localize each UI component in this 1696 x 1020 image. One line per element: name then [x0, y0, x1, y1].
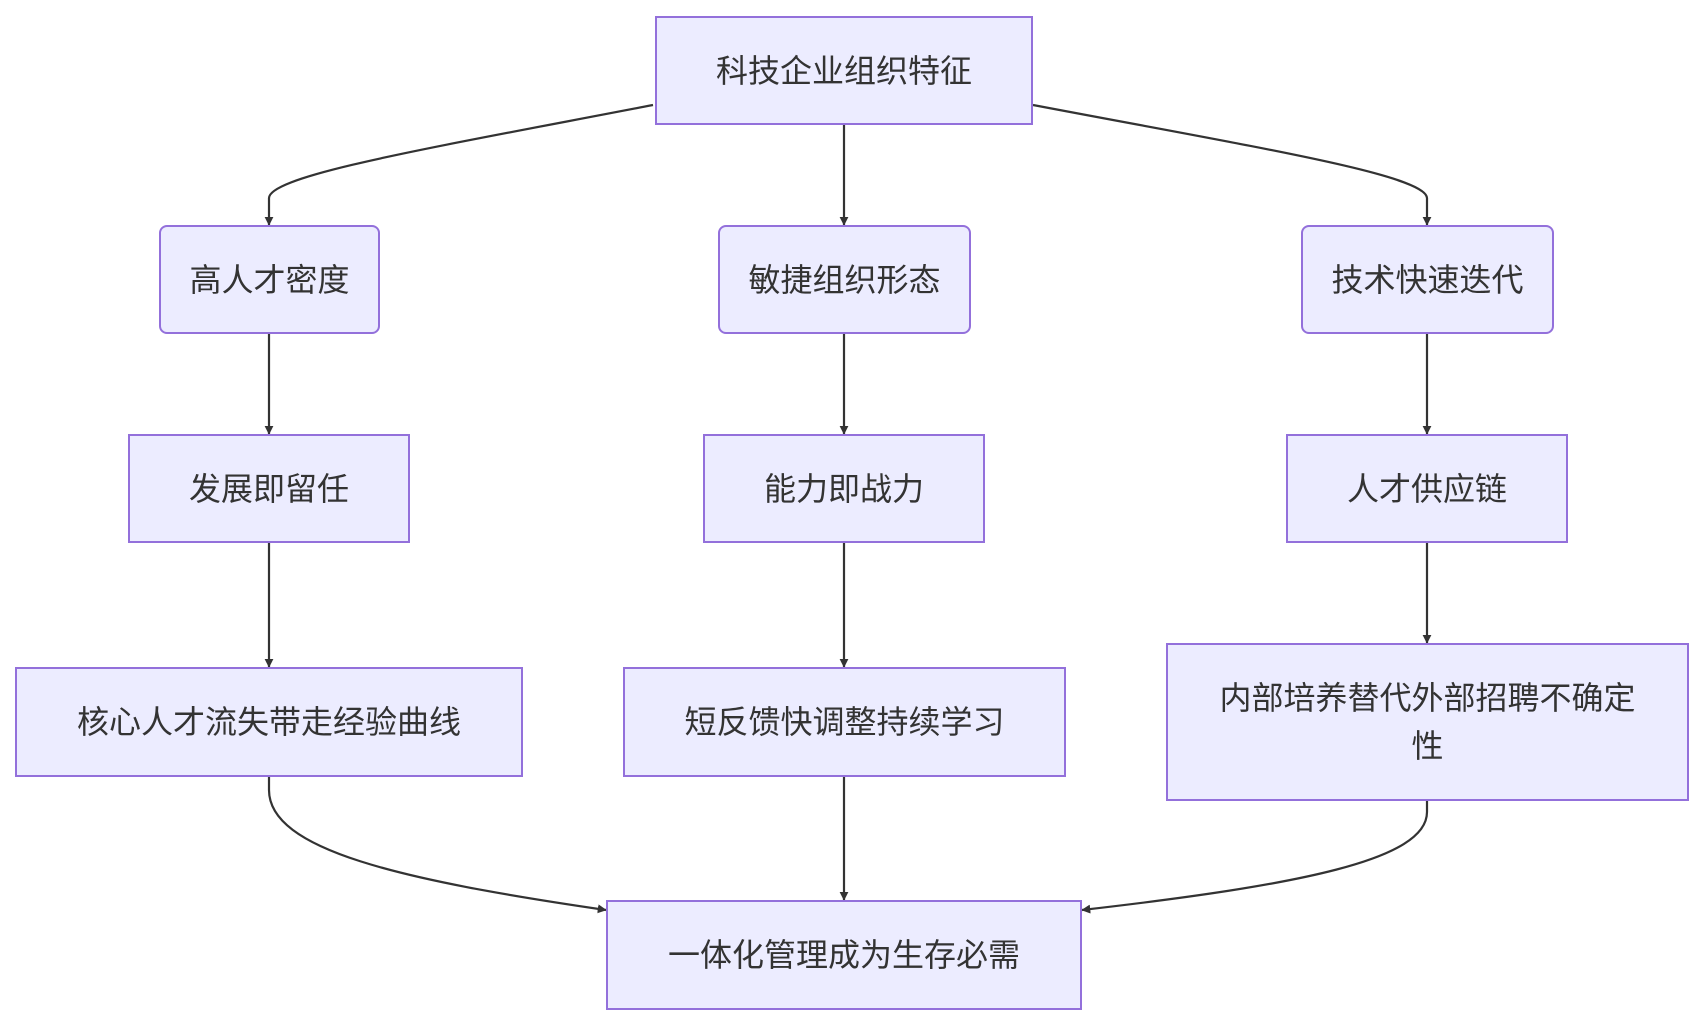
node-capability: 能力即战力 [703, 434, 985, 543]
node-dev-retention: 发展即留任 [128, 434, 410, 543]
node-short-feedback-label: 短反馈快调整持续学习 [684, 703, 1005, 741]
node-internal-training: 内部培养替代外部招聘不确定性 [1166, 643, 1689, 801]
edge-core-talent-loss-to-integrated [267, 777, 607, 914]
node-root: 科技企业组织特征 [655, 16, 1033, 125]
node-root-label: 科技企业组织特征 [715, 51, 972, 90]
node-capability-label: 能力即战力 [763, 469, 924, 508]
node-agile-org: 敏捷组织形态 [718, 225, 971, 334]
node-talent-density: 高人才密度 [159, 225, 380, 334]
edge-root-to-talent-density [264, 103, 654, 226]
edge-root-to-tech-iteration [1032, 103, 1432, 226]
node-dev-retention-label: 发展即留任 [188, 469, 349, 508]
node-internal-training-label: 内部培养替代外部招聘不确定性 [1219, 679, 1636, 765]
node-talent-supply: 人才供应链 [1286, 434, 1568, 543]
node-core-talent-loss: 核心人才流失带走经验曲线 [15, 667, 523, 777]
edge-internal-training-to-integrated [1081, 801, 1429, 914]
node-tech-iteration: 技术快速迭代 [1301, 225, 1554, 334]
node-tech-iteration-label: 技术快速迭代 [1331, 260, 1524, 299]
node-core-talent-loss-label: 核心人才流失带走经验曲线 [76, 703, 461, 741]
node-talent-density-label: 高人才密度 [189, 260, 350, 299]
node-talent-supply-label: 人才供应链 [1346, 469, 1507, 508]
node-short-feedback: 短反馈快调整持续学习 [623, 667, 1066, 777]
node-agile-org-label: 敏捷组织形态 [748, 260, 941, 299]
node-integrated-management-label: 一体化管理成为生存必需 [667, 936, 1020, 974]
node-integrated-management: 一体化管理成为生存必需 [606, 900, 1082, 1010]
